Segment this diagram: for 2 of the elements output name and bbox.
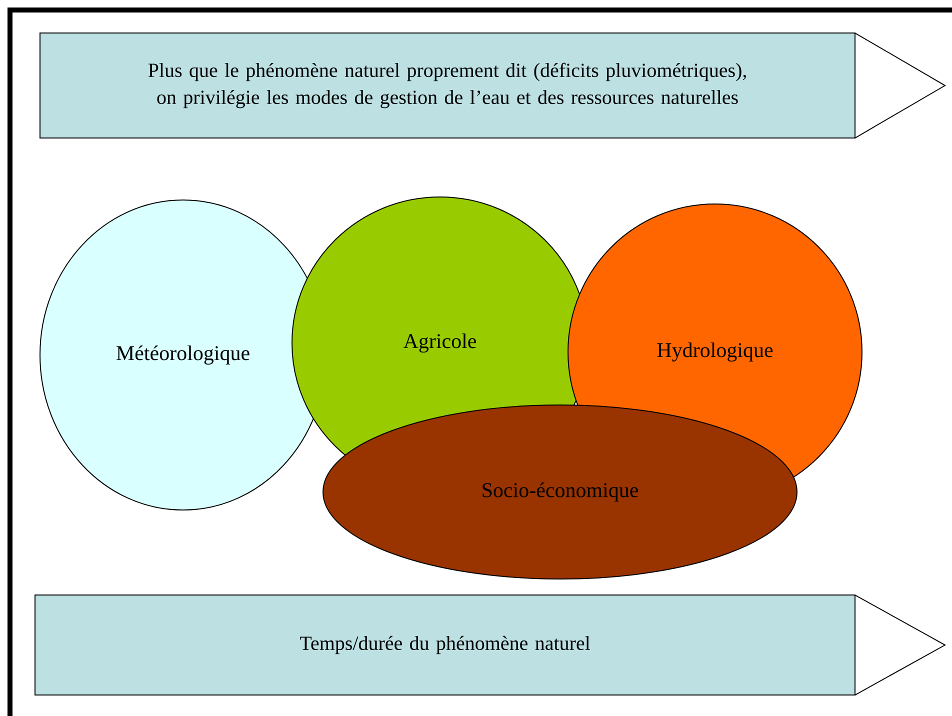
arrow-box: Temps/durée du phénomène naturel [34, 594, 946, 696]
arrow-box: Plus que le phénomène naturel proprement dit (déficits pluviométriques), on privilégie les modes de gestion de l’eau et des ressources naturelles [40, 32, 946, 138]
